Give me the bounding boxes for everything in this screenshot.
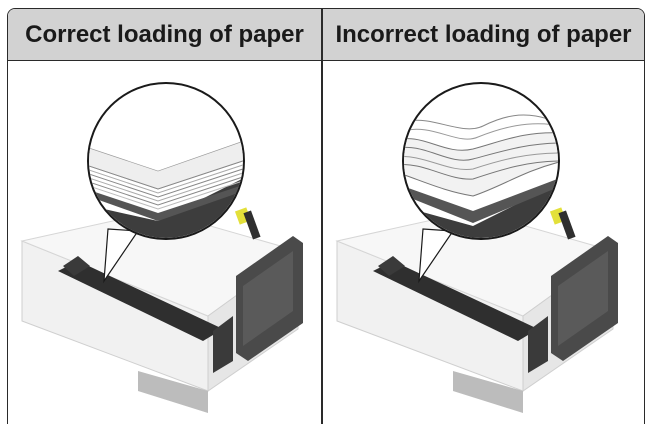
header-correct-loading: Correct loading of paper: [8, 9, 321, 61]
correct-loading-illustration: [8, 61, 321, 424]
header-incorrect-loading: Incorrect loading of paper: [321, 9, 645, 61]
table-header: Correct loading of paper Incorrect loadi…: [8, 9, 644, 61]
comparison-table: Correct loading of paper Incorrect loadi…: [7, 8, 645, 424]
incorrect-loading-illustration: [323, 61, 645, 424]
